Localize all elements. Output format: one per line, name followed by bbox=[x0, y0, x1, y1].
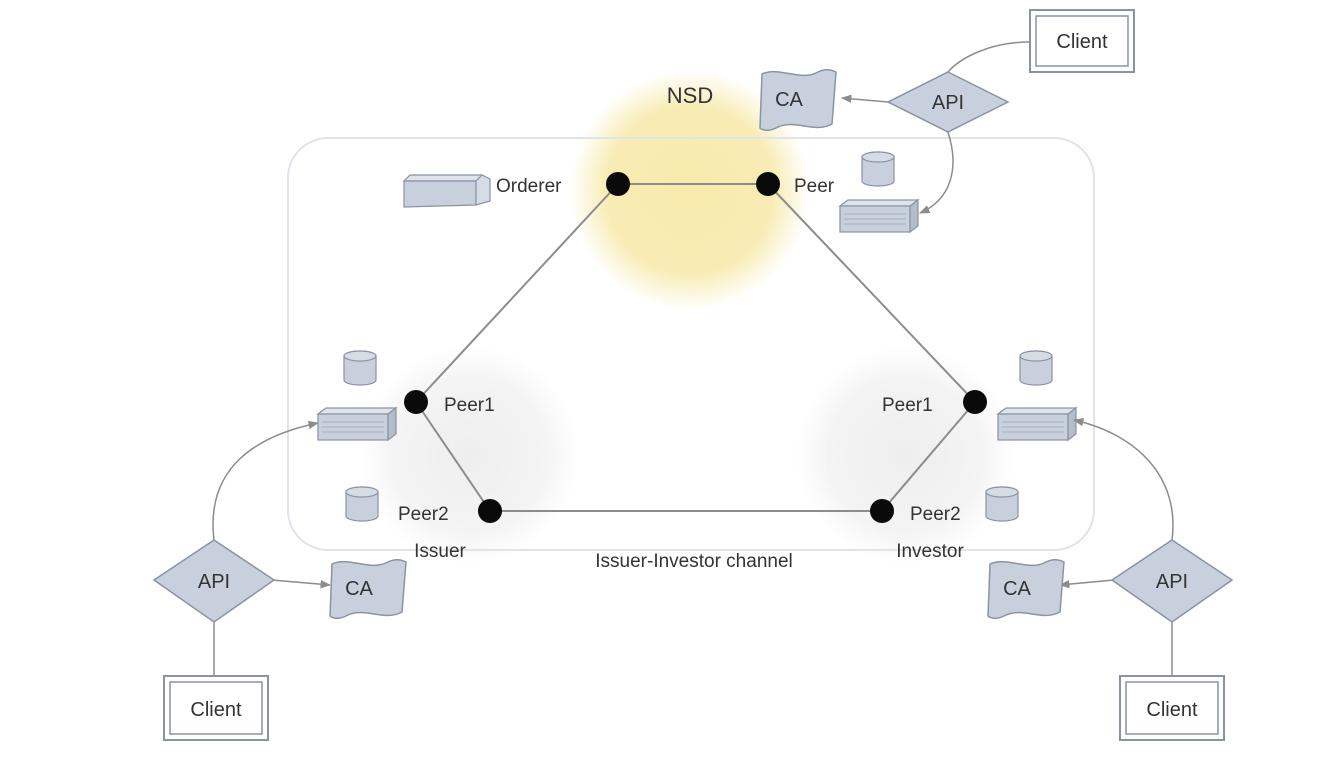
client-box-right bbox=[1119, 675, 1225, 741]
api-diamond-right bbox=[1110, 539, 1234, 623]
connectors bbox=[212, 41, 1174, 676]
investor-server-icon bbox=[997, 407, 1077, 441]
channel-boundary bbox=[287, 137, 1095, 551]
investor-label: Investor bbox=[896, 541, 964, 562]
investor-peer2-database-icon bbox=[985, 486, 1019, 522]
api-label-left: API bbox=[198, 571, 230, 593]
client-label-right: Client bbox=[1146, 699, 1198, 721]
conn-server-api-left bbox=[212, 420, 320, 541]
node-issuer-peer2 bbox=[478, 499, 502, 523]
nsd-label: NSD bbox=[667, 83, 713, 108]
network-edges bbox=[415, 183, 976, 512]
issuer-label: Issuer bbox=[414, 541, 466, 562]
node-orderer bbox=[606, 172, 630, 196]
orderer-label: Orderer bbox=[496, 176, 562, 197]
ca-document-left bbox=[329, 558, 407, 620]
conn-api-ca-left bbox=[271, 579, 332, 589]
issuer-peer1-label: Peer1 bbox=[444, 395, 495, 416]
api-diamond-top bbox=[886, 71, 1010, 133]
orderer-server-icon bbox=[402, 174, 491, 208]
client-label-left: Client bbox=[190, 699, 242, 721]
api-diamond-left bbox=[152, 539, 276, 623]
ca-label-top: CA bbox=[775, 89, 803, 111]
client-box-left bbox=[163, 675, 269, 741]
issuer-server-icon bbox=[317, 407, 397, 441]
ca-document-right bbox=[987, 558, 1065, 620]
investor-peer1-label: Peer1 bbox=[882, 395, 933, 416]
investor-peer2-label: Peer2 bbox=[910, 504, 961, 525]
issuer-glow bbox=[360, 345, 580, 565]
nsd-peer-server-icon bbox=[839, 199, 919, 233]
edge-investor-peer1-peer2 bbox=[881, 401, 976, 512]
conn-api-ca-right bbox=[1058, 579, 1115, 589]
conn-api-ca-top bbox=[840, 94, 889, 104]
issuer-peer2-database-icon bbox=[345, 486, 379, 522]
issuer-peer2-label: Peer2 bbox=[398, 504, 449, 525]
ca-document-top bbox=[759, 68, 837, 132]
investor-database-icon bbox=[1019, 350, 1053, 386]
nsd-glow bbox=[570, 70, 810, 310]
issuer-database-icon bbox=[343, 350, 377, 386]
client-label-top: Client bbox=[1056, 31, 1108, 53]
edge-orderer-issuer-peer1 bbox=[415, 183, 619, 403]
nsd-peer-label: Peer bbox=[794, 176, 835, 197]
ca-label-left: CA bbox=[345, 578, 373, 600]
node-investor-peer2 bbox=[870, 499, 894, 523]
investor-glow bbox=[795, 345, 1015, 565]
node-issuer-peer1 bbox=[404, 390, 428, 414]
edge-peer-investor-peer1 bbox=[767, 183, 976, 403]
client-box-top bbox=[1029, 9, 1135, 73]
node-nsd-peer bbox=[756, 172, 780, 196]
ca-label-right: CA bbox=[1003, 578, 1031, 600]
conn-api-server-top bbox=[919, 131, 954, 214]
api-label-top: API bbox=[932, 92, 964, 114]
conn-client-api-top bbox=[947, 41, 1031, 73]
edge-issuer-peer1-peer2 bbox=[415, 401, 491, 512]
channel-label: Issuer-Investor channel bbox=[595, 551, 793, 572]
api-label-right: API bbox=[1156, 571, 1188, 593]
conn-server-api-right bbox=[1072, 418, 1174, 541]
nsd-peer-database-icon bbox=[861, 151, 895, 187]
node-investor-peer1 bbox=[963, 390, 987, 414]
